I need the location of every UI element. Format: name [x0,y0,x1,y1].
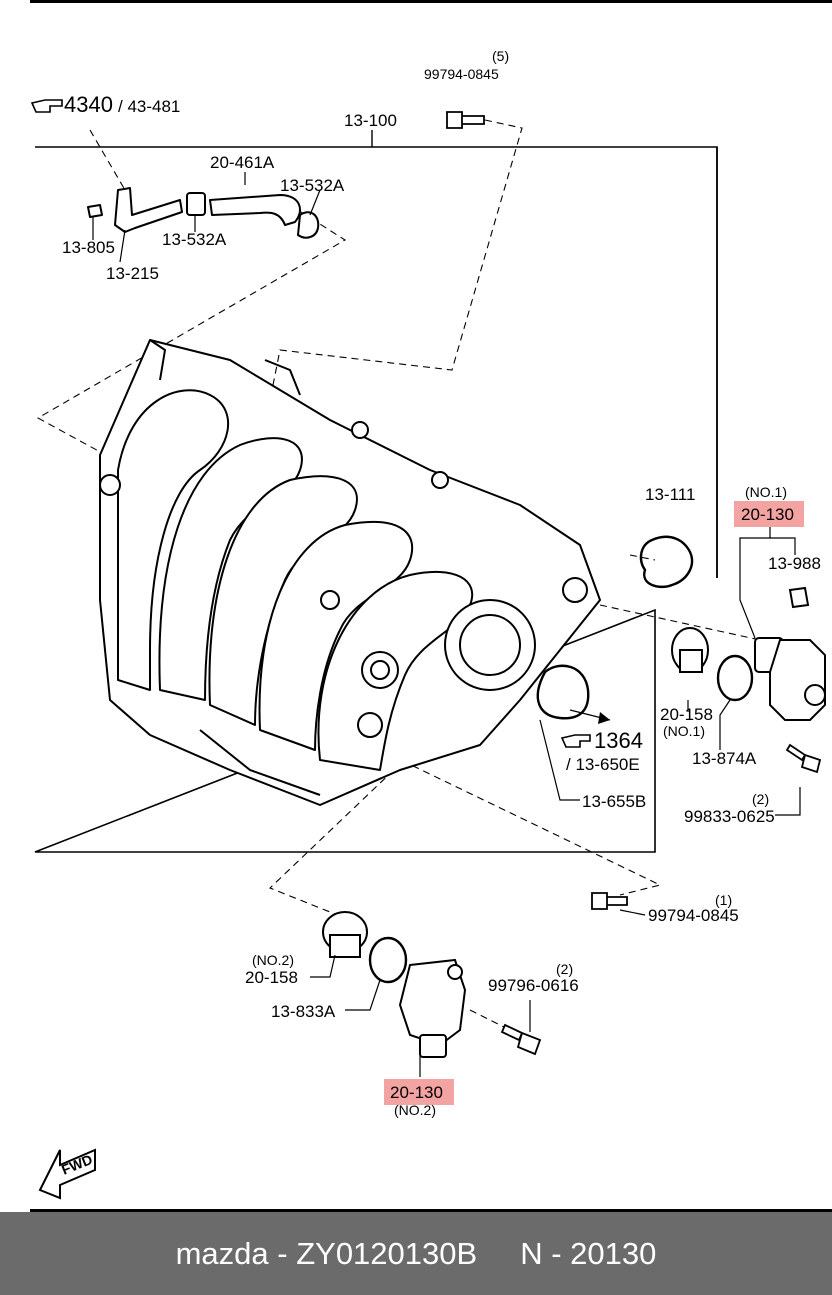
bolt-99833-qty-label: (2) [752,791,769,807]
bolt-small-label: 13-805 [62,238,115,257]
highlight-valve-no1 [734,501,804,527]
no2-tag-valve-label: (NO.2) [394,1102,436,1118]
fwd-arrow-icon: FWD [38,1148,96,1200]
oring-13-874a [716,654,754,702]
bolt-icon [591,892,628,910]
gasket-13-655b [536,664,590,720]
bolt-icons [446,111,822,1056]
plug-988-label: 13-988 [768,554,821,573]
leader-lines [92,172,801,1077]
valve-no1-label: 20-130 [741,505,794,524]
control-valve-no1 [754,586,826,721]
manifold-label: 13-100 [344,111,397,130]
no2-tag-cap-label: (NO.2) [252,952,294,968]
cap-158-no1-tag: (NO.1) [663,723,705,739]
intake-manifold-drawing [99,339,601,806]
gasket-655-label: 13-655B [582,792,646,811]
footer-bar [0,1212,832,1295]
bolt-top-label: 99794-0845 [424,66,499,82]
bolt-icon [500,1023,542,1056]
oring-13-833a [368,936,408,984]
cap-158-no2-label: 20-158 [245,968,298,987]
footer-part-number: mazda - ZY0120130B N - 20130 [175,1235,657,1271]
cap-20-158-no2 [322,911,368,958]
pcv-hose-assembly [87,187,320,239]
cap-158-no1-label: 20-158 [660,705,713,724]
footer-rule [30,1209,832,1212]
gasket-13-111 [639,535,694,589]
bolt-99796-qty-label: (2) [556,961,573,977]
oring-833-label: 13-833A [271,1002,336,1021]
clamp-a-label: 13-532A [280,176,345,195]
bolt-mid-label: 99794-0845 [648,906,739,925]
bolt-mid-qty-label: (1) [715,892,732,908]
gasket-111-label: 13-111 [645,485,695,504]
dashed-guides [36,119,761,1031]
cap-20-158-no1 [671,627,709,673]
hose-label: 20-461A [210,153,275,172]
pointing-hand-icon [30,99,63,113]
valve-no2-label: 20-130 [390,1083,443,1102]
bolt-99833-label: 99833-0625 [684,807,775,826]
control-valve-no2 [398,958,467,1058]
ref-4340-label: 4340 [64,92,113,117]
top-border [30,0,832,3]
highlight-valve-no2 [384,1079,454,1105]
ref-650-label: / 13-650E [566,755,640,774]
ref-1364-label: 1364 [594,728,643,753]
bolt-99796-label: 99796-0616 [488,976,579,995]
pointing-hand-icon [560,734,591,748]
bolt-top-qty-label: (5) [492,48,509,64]
bolt-icon [785,743,822,774]
clamp-b-label: 13-532A [162,230,227,249]
bolt-icon [446,111,485,129]
pipe-label: 13-215 [106,264,159,283]
ref-43-481-label: / 43-481 [118,97,180,116]
oring-874-label: 13-874A [692,749,757,768]
no1-tag-label: (NO.1) [745,484,787,500]
arrowhead-icon [598,712,610,724]
